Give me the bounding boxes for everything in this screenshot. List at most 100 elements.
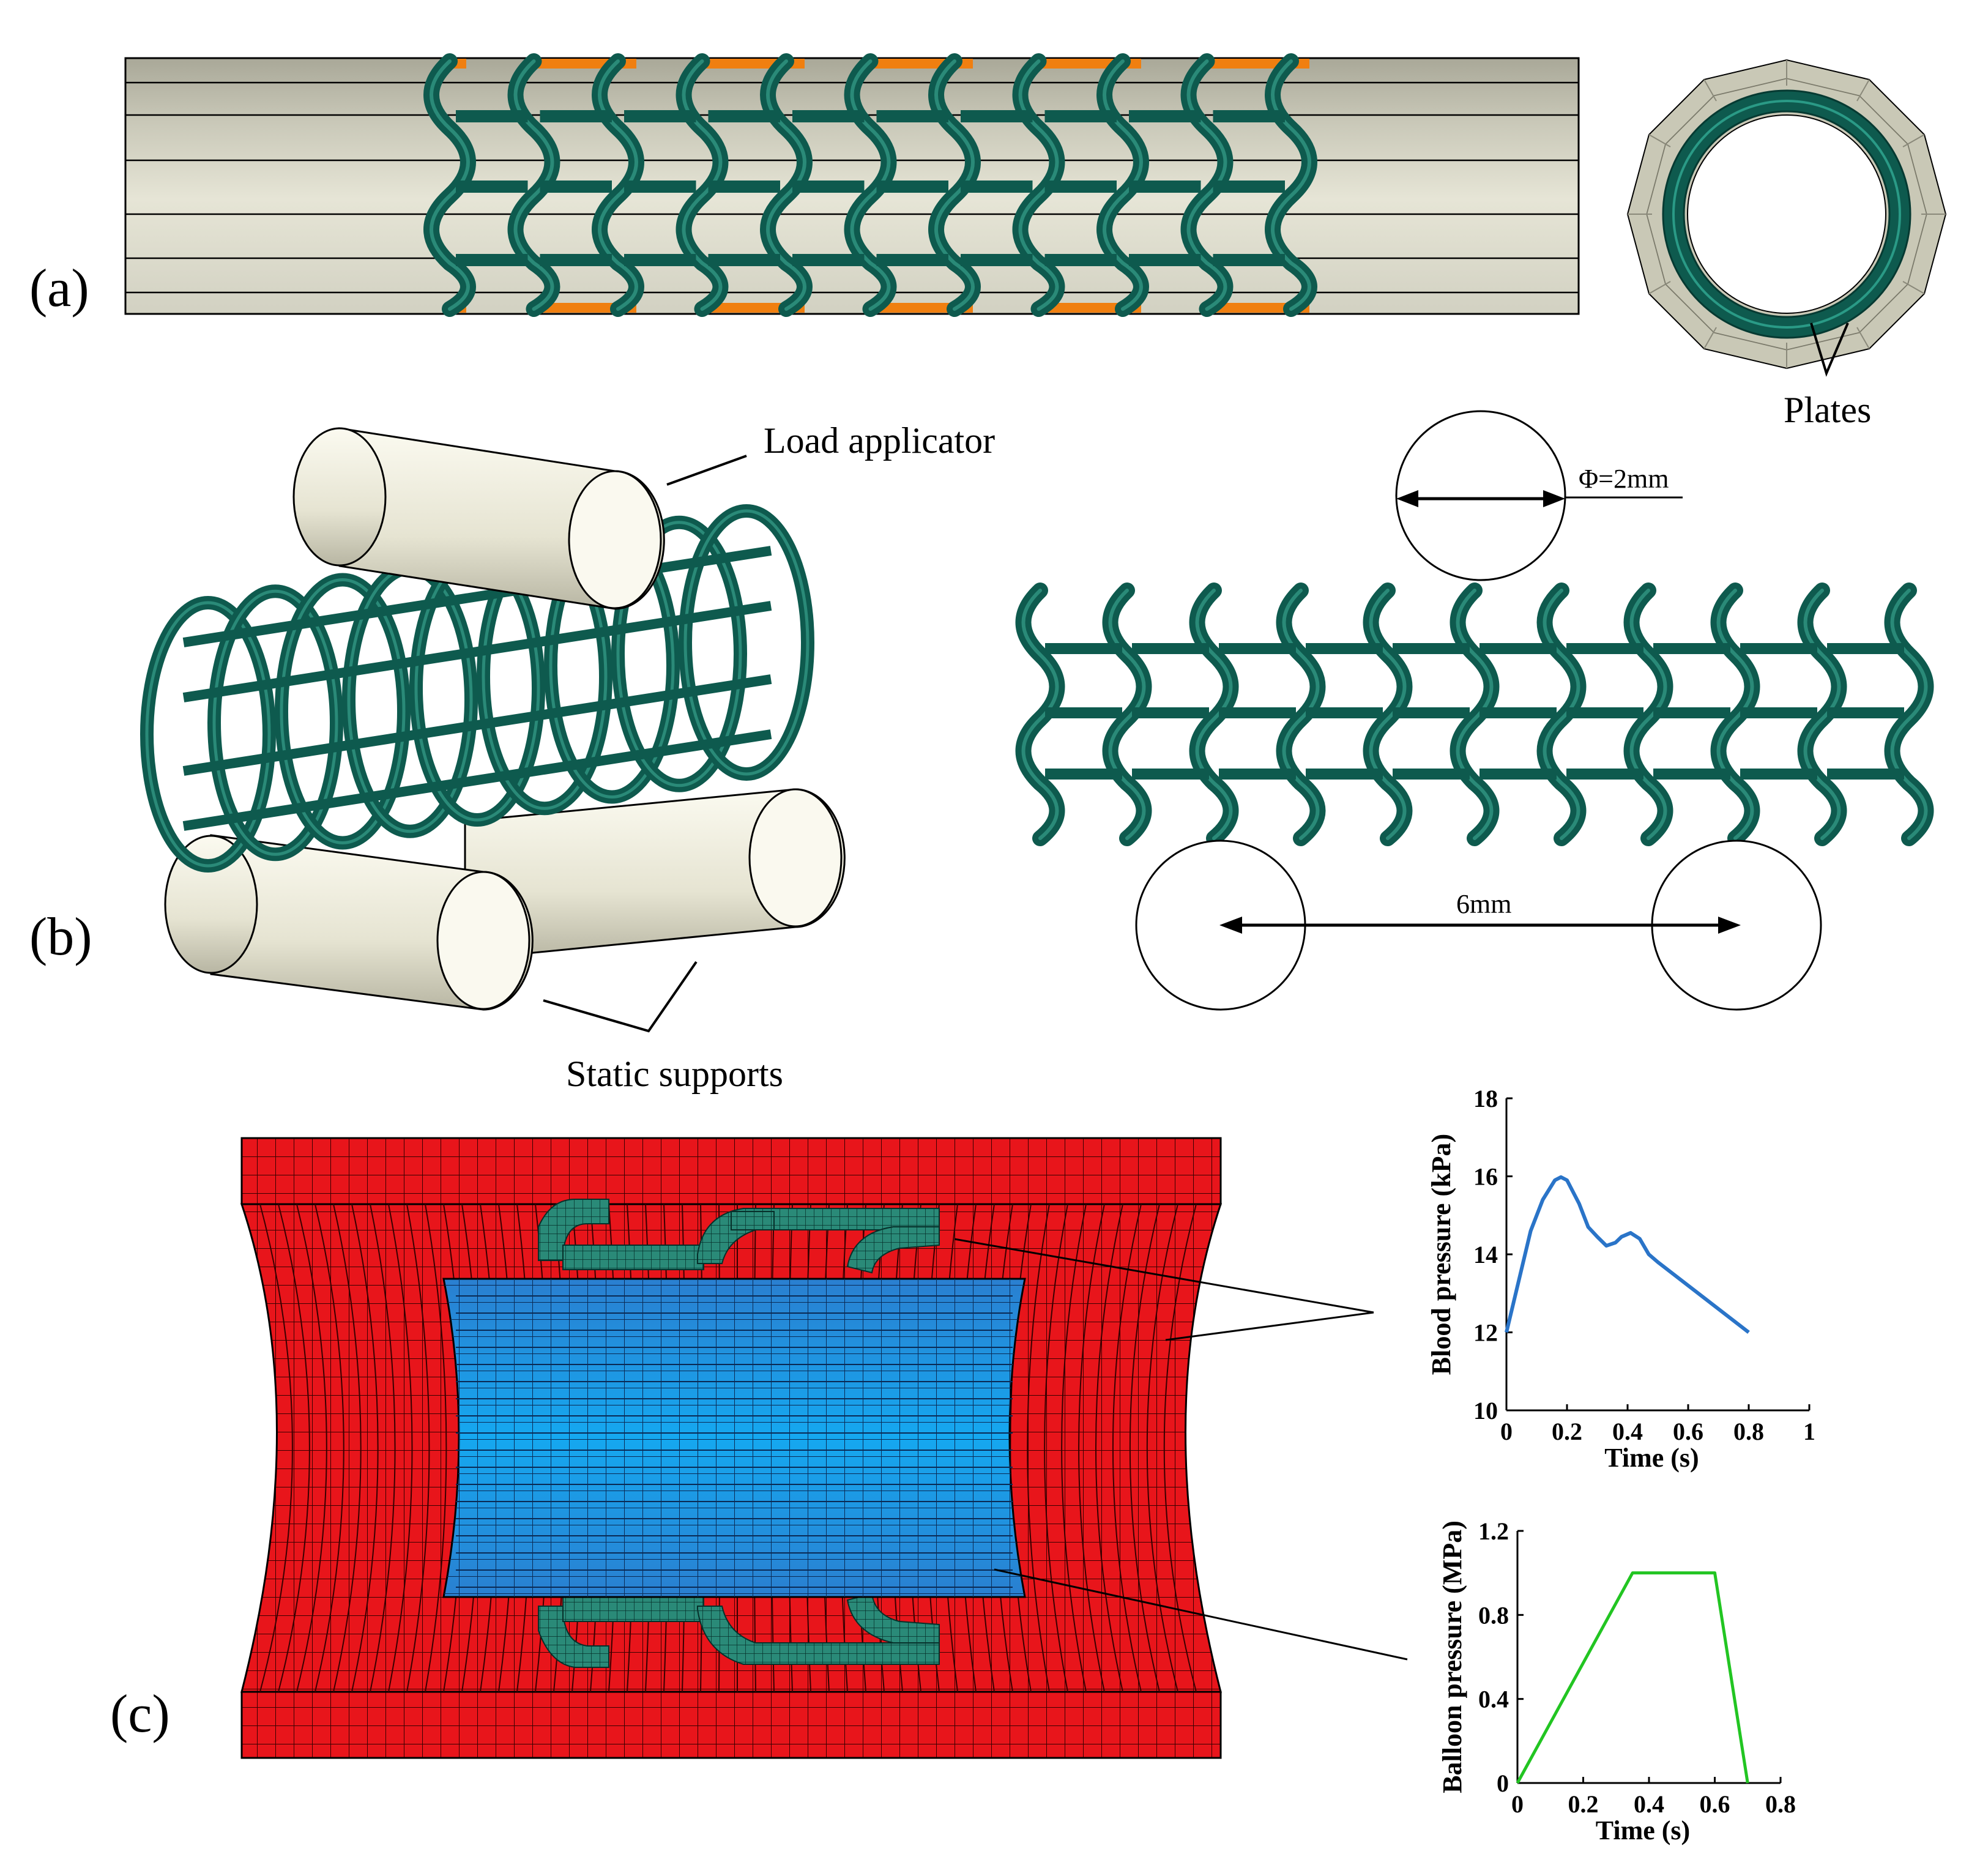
y-tick-label: 12 bbox=[1473, 1319, 1498, 1347]
stent-perspective bbox=[140, 504, 814, 873]
stent-ring-highlight bbox=[280, 578, 406, 844]
stent-strut-highlight bbox=[1018, 59, 1059, 311]
stent-strut-highlight bbox=[430, 59, 470, 311]
x-tick-label: 0.2 bbox=[1568, 1790, 1599, 1818]
stent-strut-highlight bbox=[1890, 589, 1928, 840]
stent-strut-highlight bbox=[513, 59, 554, 311]
stent-strut-highlight bbox=[1271, 59, 1311, 311]
stent-strut-highlight bbox=[1282, 589, 1320, 840]
stent-strut-highlight bbox=[1629, 589, 1667, 840]
stent-mesh-bottom bbox=[538, 1593, 940, 1668]
artery-mesh-line bbox=[1044, 1204, 1068, 1692]
x-tick-label: 0.8 bbox=[1765, 1790, 1796, 1818]
span-dimension bbox=[1219, 917, 1741, 934]
artery-mesh-line bbox=[406, 1204, 430, 1692]
diameter-label: Φ=2mm bbox=[1579, 464, 1669, 494]
artery-mesh-line bbox=[1112, 1204, 1142, 1692]
artery-mesh-line bbox=[1146, 1204, 1178, 1692]
y-tick-label: 0.8 bbox=[1478, 1601, 1509, 1629]
artery-mesh-line bbox=[1061, 1204, 1087, 1692]
stent-side-view bbox=[423, 53, 1317, 317]
stent-strut-highlight bbox=[1186, 59, 1227, 311]
static-supports-callout-lines bbox=[543, 961, 698, 1033]
y-tick-label: 0 bbox=[1497, 1770, 1509, 1797]
y-tick-label: 1.2 bbox=[1478, 1517, 1509, 1545]
stent-link bbox=[182, 729, 772, 831]
y-tick-label: 18 bbox=[1473, 1085, 1498, 1112]
stent-strut-highlight bbox=[1456, 589, 1494, 840]
plates-callout-lines bbox=[1810, 322, 1849, 377]
stent-strut-highlight bbox=[682, 59, 723, 311]
artery-mesh-line bbox=[278, 1204, 310, 1692]
stent-strut-highlight bbox=[1108, 589, 1146, 840]
stent-strut-highlight bbox=[934, 59, 975, 311]
stent-ring-highlight bbox=[616, 521, 742, 787]
stent-strut-highlight bbox=[766, 59, 806, 311]
x-tick-label: 1 bbox=[1803, 1418, 1815, 1445]
artery-mesh-line bbox=[1095, 1204, 1123, 1692]
stent-strut-highlight bbox=[1369, 589, 1407, 840]
stent-mesh-top bbox=[538, 1199, 940, 1274]
stent-strut-highlight bbox=[1716, 589, 1754, 840]
stent-ring-highlight bbox=[683, 509, 810, 776]
artery-mesh-line bbox=[388, 1204, 413, 1692]
y-tick-label: 10 bbox=[1473, 1397, 1498, 1424]
balloon-mesh bbox=[442, 1278, 1026, 1598]
stent-flat-view bbox=[1015, 583, 1934, 846]
x-tick-label: 0.4 bbox=[1634, 1790, 1664, 1818]
stent-link bbox=[182, 546, 772, 647]
stent-strut-highlight bbox=[1103, 59, 1143, 311]
stent-strut-highlight bbox=[850, 59, 891, 311]
artery-mesh-line bbox=[1129, 1204, 1160, 1692]
panel-a: (a) bbox=[29, 53, 1947, 430]
artery-mesh-line bbox=[351, 1204, 379, 1692]
plates-label: Plates bbox=[1784, 390, 1871, 430]
x-axis-title: Time (s) bbox=[1596, 1815, 1690, 1845]
span-label: 6mm bbox=[1456, 889, 1511, 919]
stent-strut-highlight bbox=[1543, 589, 1580, 840]
panel-c: (c) bbox=[110, 1085, 1815, 1845]
artery-mesh-line bbox=[1078, 1204, 1105, 1692]
load-pin-circle bbox=[1395, 410, 1566, 581]
y-axis-title: Balloon pressure (MPa) bbox=[1437, 1521, 1467, 1793]
stent-strut-highlight bbox=[1803, 589, 1841, 840]
stent-end-view bbox=[1626, 59, 1947, 370]
stent-strut-highlight bbox=[1195, 589, 1233, 840]
panel-c-label: (c) bbox=[110, 1684, 170, 1744]
diameter-dimension bbox=[1396, 490, 1683, 507]
load-applicator-callout-line bbox=[666, 455, 747, 486]
chart-callout-lines bbox=[954, 1238, 1408, 1661]
x-tick-label: 0 bbox=[1511, 1790, 1524, 1818]
stent-ring-highlight bbox=[212, 589, 338, 856]
stent-link bbox=[182, 601, 772, 702]
panel-b: (b) Load applicator Static supports bbox=[29, 410, 1934, 1094]
panel-a-label: (a) bbox=[29, 259, 89, 318]
y-tick-label: 14 bbox=[1473, 1241, 1498, 1268]
artery-mesh-line bbox=[425, 1204, 447, 1692]
x-tick-label: 0.6 bbox=[1700, 1790, 1730, 1818]
series-line bbox=[1516, 1571, 1749, 1784]
x-tick-label: 0.2 bbox=[1552, 1418, 1582, 1445]
x-tick-label: 0.6 bbox=[1673, 1418, 1703, 1445]
y-tick-label: 0.4 bbox=[1478, 1686, 1509, 1713]
static-support-front bbox=[164, 834, 534, 1011]
x-tick-label: 0.4 bbox=[1612, 1418, 1643, 1445]
x-tick-label: 0.8 bbox=[1733, 1418, 1764, 1445]
y-axis-title: Blood pressure (kPa) bbox=[1426, 1134, 1456, 1375]
artery-mesh-line bbox=[296, 1204, 327, 1692]
y-tick-label: 16 bbox=[1473, 1163, 1498, 1191]
x-axis-title: Time (s) bbox=[1604, 1443, 1699, 1473]
series-line bbox=[1505, 1175, 1750, 1334]
static-supports-label: Static supports bbox=[566, 1054, 783, 1094]
stent-strut-highlight bbox=[598, 59, 638, 311]
stent-link bbox=[182, 674, 772, 776]
panel-b-label: (b) bbox=[29, 907, 92, 967]
artery-mesh-line bbox=[259, 1204, 293, 1692]
static-support-back bbox=[464, 788, 846, 961]
artery-mesh-line bbox=[333, 1204, 362, 1692]
load-applicator-cylinder bbox=[292, 427, 665, 610]
artery-mesh-line bbox=[1027, 1204, 1050, 1692]
